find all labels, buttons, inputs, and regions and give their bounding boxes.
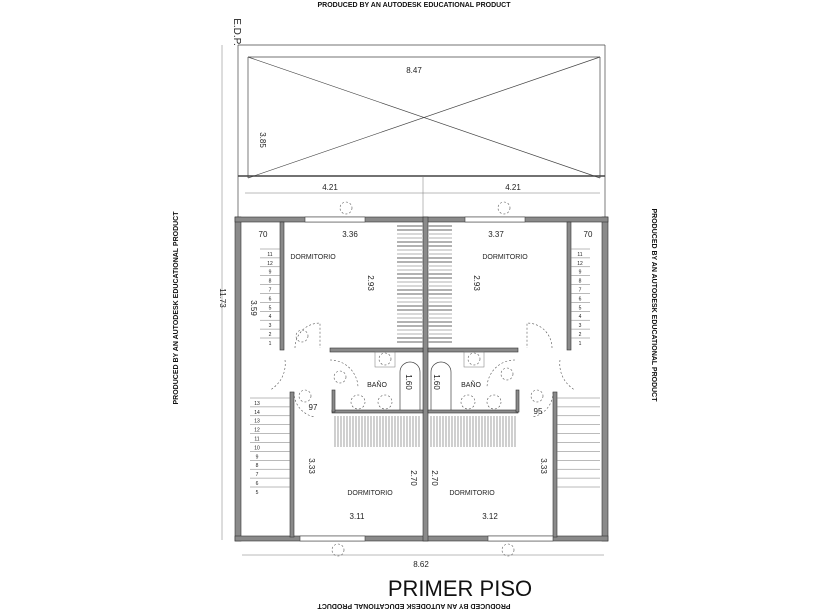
- dim-lower-left-width: 3.11: [350, 512, 366, 521]
- stair-step-number: 8: [269, 279, 272, 285]
- stair-step-number: 10: [254, 445, 260, 451]
- stair-step-number: 4: [579, 314, 582, 320]
- stair-step-number: 1: [579, 341, 582, 347]
- stair-step-number: 8: [256, 463, 259, 469]
- stair-step-number: 11: [267, 252, 272, 258]
- stair-step-number: 14: [254, 410, 260, 416]
- room-label-upper-right: DORMITORIO: [482, 254, 528, 261]
- dim-half-right: 4.21: [505, 183, 521, 192]
- dim-upper-left-width: 3.36: [342, 230, 358, 239]
- stair-step-number: 8: [579, 279, 582, 285]
- stair-step-number: 7: [579, 288, 582, 294]
- dim-roof-depth: 3.85: [258, 132, 267, 148]
- stair-step-number: 6: [269, 296, 272, 302]
- dim-stair-right-width: 70: [584, 230, 593, 239]
- windows: [299, 216, 554, 542]
- stair-step-number: 9: [579, 270, 582, 276]
- watermark-bottom: PRODUCED BY AN AUTODESK EDUCATIONAL PROD…: [317, 602, 511, 609]
- edp-label: E.D.P.: [231, 18, 242, 46]
- dim-door-left: 97: [309, 403, 318, 412]
- electrical-symbols: [295, 201, 544, 557]
- stair-step-number: 2: [269, 332, 272, 338]
- stair-step-number: 12: [577, 261, 583, 267]
- stair-step-number: 5: [269, 305, 272, 311]
- stairs-right: 11 12 9 8 7 6 5 4 3 2 1: [557, 248, 600, 488]
- dim-lower-right-width: 3.12: [482, 512, 498, 521]
- dim-bath-left: 1.60: [404, 374, 413, 390]
- stair-step-number: 4: [269, 314, 272, 320]
- bathroom-fixtures: [350, 351, 502, 410]
- watermark-top: PRODUCED BY AN AUTODESK EDUCATIONAL PROD…: [317, 2, 511, 9]
- stair-step-number: 12: [267, 261, 273, 267]
- stair-step-number: 5: [579, 305, 582, 311]
- stair-step-number: 7: [256, 472, 259, 478]
- dim-total-depth: 11.73: [218, 288, 227, 308]
- stair-step-number: 5: [256, 490, 259, 496]
- dim-lower-left-depth: 3.33: [307, 458, 316, 474]
- room-label-bath-right: BAÑO: [461, 380, 481, 389]
- watermark-left: PRODUCED BY AN AUTODESK EDUCATIONAL PROD…: [173, 211, 180, 405]
- doors: [269, 322, 576, 418]
- room-label-bath-left: BAÑO: [367, 380, 387, 389]
- stair-step-number: 13: [254, 401, 260, 407]
- stair-step-number: 11: [254, 437, 259, 443]
- stair-step-number: 6: [579, 296, 582, 302]
- stair-step-number: 6: [256, 481, 259, 487]
- dim-lower-right-inner: 2.70: [430, 470, 439, 486]
- dim-bath-right: 1.60: [432, 374, 441, 390]
- stair-step-number: 2: [579, 332, 582, 338]
- stair-step-number: 3: [579, 323, 582, 329]
- dim-roof-width: 8.47: [406, 66, 422, 75]
- stair-step-number: 12: [254, 428, 260, 434]
- stair-step-number: 9: [269, 270, 272, 276]
- room-label-upper-left: DORMITORIO: [290, 254, 336, 261]
- watermark-right: PRODUCED BY AN AUTODESK EDUCATIONAL PROD…: [650, 208, 657, 402]
- dim-total-width: 8.62: [413, 560, 429, 569]
- room-label-lower-right: DORMITORIO: [449, 490, 495, 497]
- dim-lower-left-inner: 2.70: [409, 470, 418, 486]
- stair-step-number: 1: [269, 341, 272, 347]
- roof-area: [221, 44, 606, 540]
- dim-upper-left-depth: 2.93: [366, 275, 375, 291]
- stair-step-number: 13: [254, 419, 260, 425]
- dim-lower-right-depth: 3.33: [539, 458, 548, 474]
- dim-upper-right-width: 3.37: [488, 230, 504, 239]
- room-label-lower-left: DORMITORIO: [347, 490, 393, 497]
- central-stair-hatch: [334, 225, 516, 447]
- drawing-title: PRIMER PISO: [388, 576, 532, 601]
- dim-stair-depth: 3.59: [249, 300, 258, 316]
- dim-upper-right-depth: 2.93: [472, 275, 481, 291]
- dim-stair-left-width: 70: [259, 230, 268, 239]
- stair-step-number: 9: [256, 454, 259, 460]
- stair-step-number: 3: [269, 323, 272, 329]
- stair-step-number: 11: [577, 252, 582, 258]
- stairs-left: 11 12 9 8 7 6 5 4 3 2 1 13 14 13 12 11 10 9 8 7 6 5: [250, 248, 290, 496]
- dim-half-left: 4.21: [322, 183, 338, 192]
- walls: [234, 216, 609, 542]
- dim-door-right: 95: [534, 407, 543, 416]
- stair-step-number: 7: [269, 288, 272, 294]
